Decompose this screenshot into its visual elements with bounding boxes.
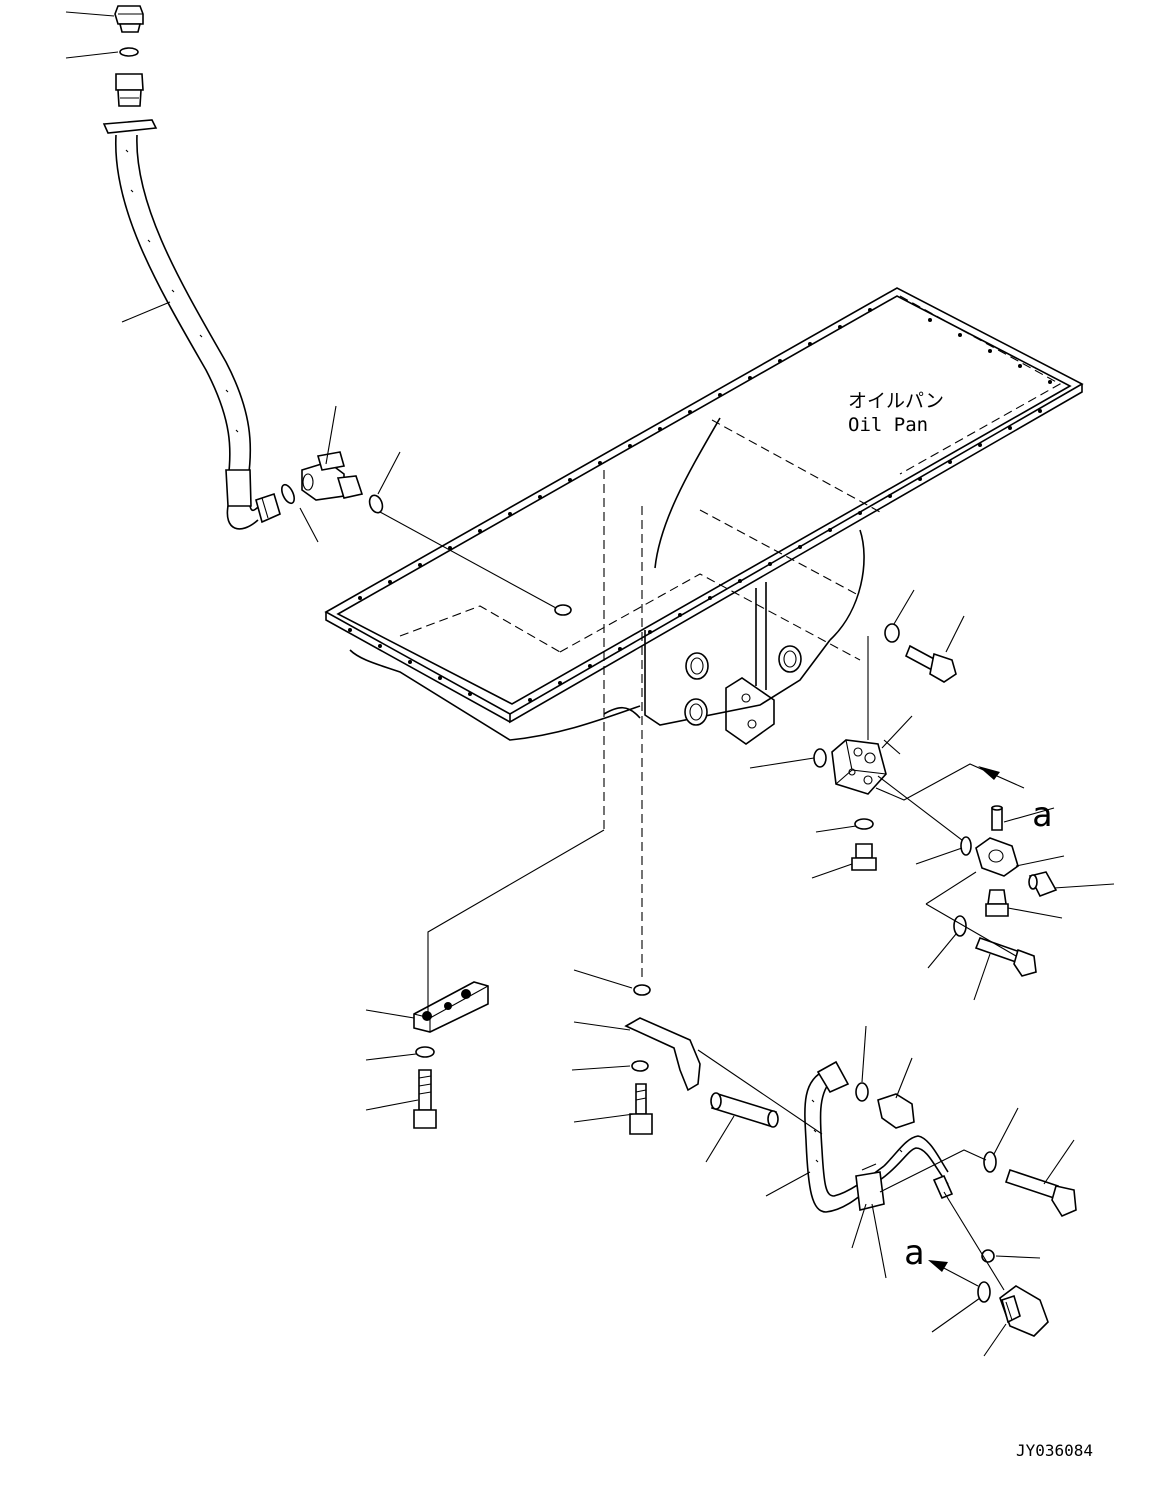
elbow-fitting xyxy=(301,451,364,501)
plug-small xyxy=(851,843,877,871)
oil-pan xyxy=(324,287,1084,982)
washer-spacer xyxy=(415,1046,435,1058)
bolt-upper xyxy=(904,644,957,683)
valve-block xyxy=(831,739,887,795)
washer-bracket-top xyxy=(633,984,651,996)
block-o-ring-left xyxy=(813,748,827,768)
plug-right xyxy=(1028,871,1058,898)
elbow-lower xyxy=(999,1285,1049,1337)
drawing-number: JY036084 xyxy=(1016,1441,1093,1460)
ref-label-a-right: a xyxy=(1032,795,1052,835)
hose-o-ring xyxy=(281,483,295,505)
flange-o-ring xyxy=(960,836,972,856)
bolt-tube xyxy=(1004,1168,1077,1218)
dowel-pin xyxy=(991,805,1003,831)
ref-arrow-right xyxy=(875,763,1025,801)
tube-o-ring xyxy=(855,1082,869,1102)
pan-o-ring xyxy=(368,494,384,514)
tube-plug xyxy=(877,1093,915,1129)
oil-tube xyxy=(804,1060,954,1213)
washer-lower xyxy=(953,915,967,937)
bolt-spacer xyxy=(413,1069,437,1129)
elbow-o-ring xyxy=(977,1281,991,1303)
top-o-ring xyxy=(119,47,139,57)
bolt-bracket xyxy=(629,1083,653,1135)
bracket xyxy=(624,1017,701,1092)
leader-lines xyxy=(65,11,1115,1357)
ref-arrow-left xyxy=(928,1260,979,1287)
flange xyxy=(975,837,1019,877)
oil-hose xyxy=(102,73,281,530)
bolt-lower xyxy=(974,936,1037,977)
spacer-block xyxy=(413,981,489,1033)
spacer-sleeve xyxy=(710,1092,779,1128)
block-o-ring-bottom xyxy=(854,818,874,830)
washer-upper xyxy=(884,623,900,643)
washer-tube xyxy=(983,1151,997,1173)
ref-label-a-left: a xyxy=(904,1233,924,1273)
oil-pan-label-jp: オイルパン xyxy=(848,390,944,412)
bolt-small xyxy=(985,889,1009,917)
top-plug xyxy=(114,5,144,33)
washer-bracket xyxy=(631,1060,649,1072)
oil-pan-label-en: Oil Pan xyxy=(848,414,928,436)
